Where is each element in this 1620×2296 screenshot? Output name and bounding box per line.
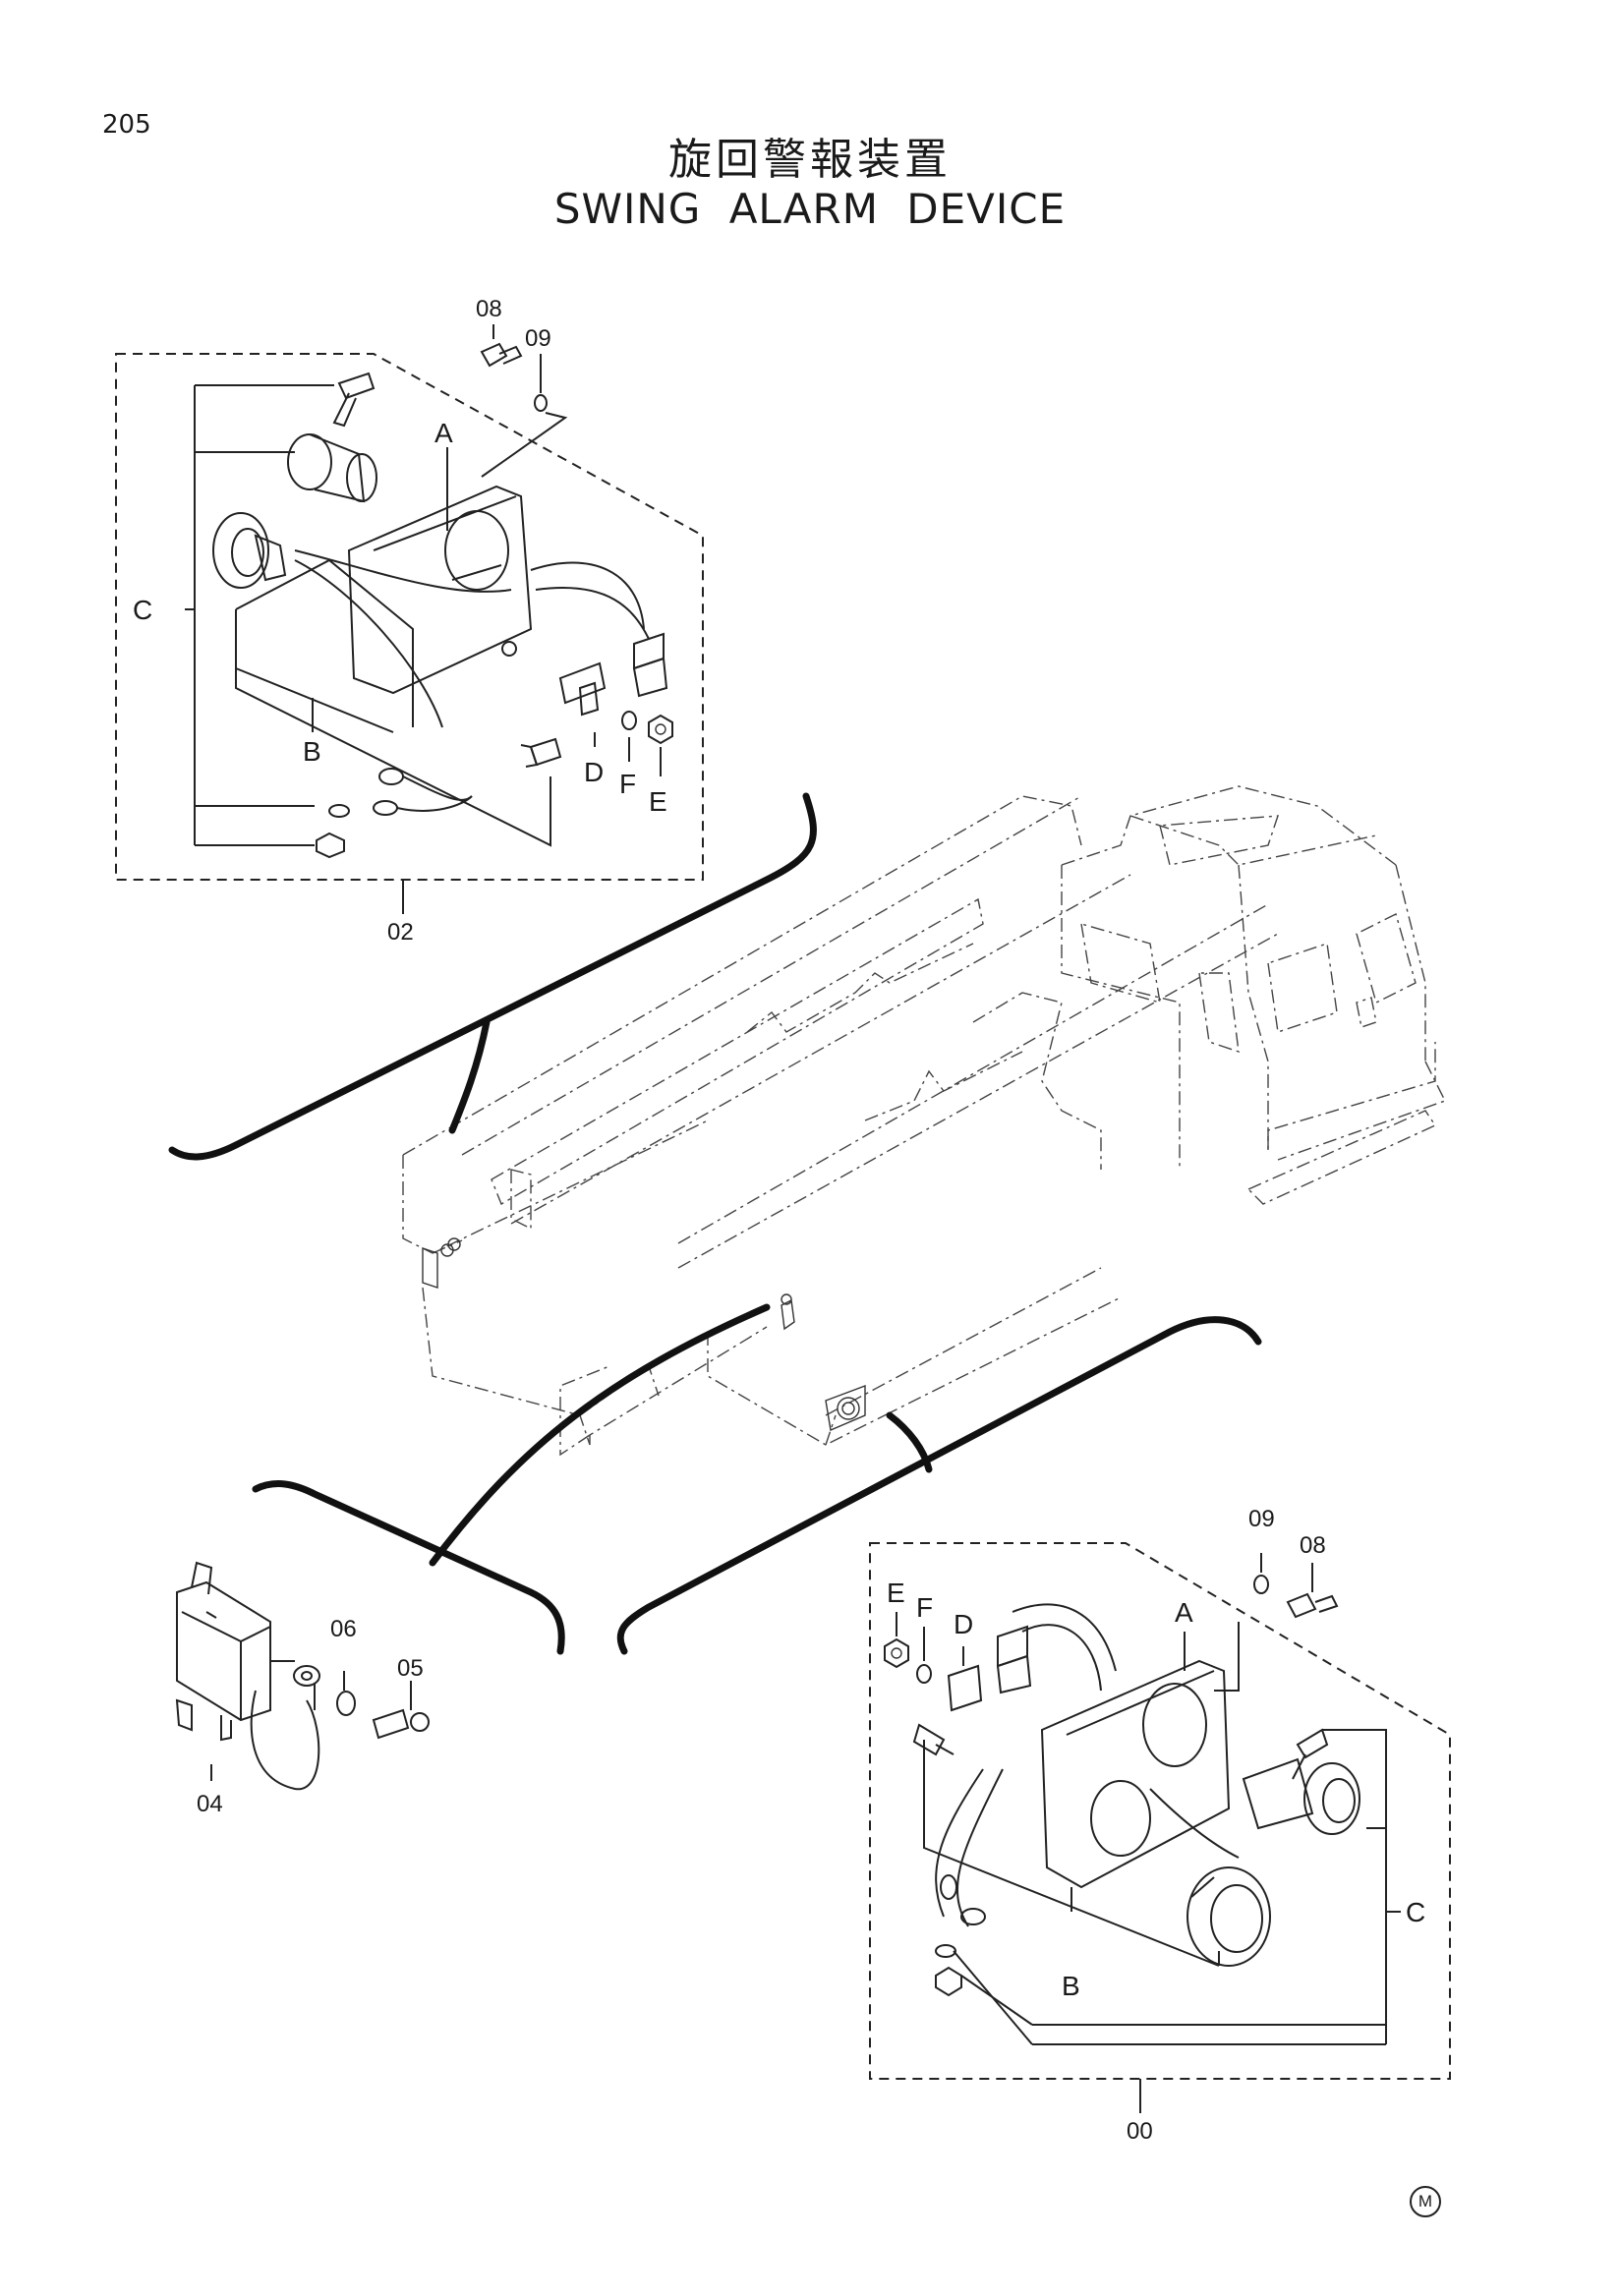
harness-callout-brackets — [168, 792, 1262, 1655]
assembly-02-part-08: 08 — [476, 296, 502, 322]
assembly-02-callout-a: A — [434, 418, 453, 448]
assembly-00-callout-d: D — [954, 1609, 973, 1639]
assembly-00-exploded-view: A B C D E F 08 09 00 — [869, 1506, 1451, 2145]
assembly-00-callout-a: A — [1175, 1597, 1193, 1628]
title-japanese: 旋回警報装置 — [668, 135, 952, 185]
relay-group: 04 05 06 — [175, 1561, 430, 1817]
corner-mark: M — [1410, 2186, 1441, 2217]
relay-part-05: 05 — [397, 1655, 424, 1682]
relay-part-06: 06 — [330, 1616, 357, 1642]
assembly-02-callout-c: C — [133, 595, 152, 625]
machine-upper-structure — [402, 785, 1446, 1457]
assembly-00-callout-c: C — [1406, 1897, 1425, 1927]
assembly-00-callout-b: B — [1062, 1971, 1080, 2001]
assembly-02-callout-f: F — [619, 769, 636, 799]
page-number: 205 — [102, 110, 151, 140]
relay-part-04: 04 — [197, 1791, 223, 1817]
assembly-00-callout-f: F — [916, 1592, 933, 1623]
assembly-02-callout-e: E — [649, 786, 667, 817]
assembly-00-part-09: 09 — [1248, 1506, 1275, 1532]
assembly-00-part-08: 08 — [1300, 1532, 1326, 1559]
assembly-00-callout-e: E — [887, 1578, 905, 1608]
title-english: SWING ALARM DEVICE — [553, 185, 1067, 233]
assembly-00-number: 00 — [1127, 2118, 1153, 2145]
assembly-02-callout-d: D — [584, 757, 604, 787]
assembly-02-callout-b: B — [303, 736, 321, 767]
assembly-02-number: 02 — [387, 919, 414, 946]
assembly-02-part-09: 09 — [525, 325, 551, 352]
assembly-02-exploded-view: A B C D E F 08 09 02 — [115, 296, 704, 946]
